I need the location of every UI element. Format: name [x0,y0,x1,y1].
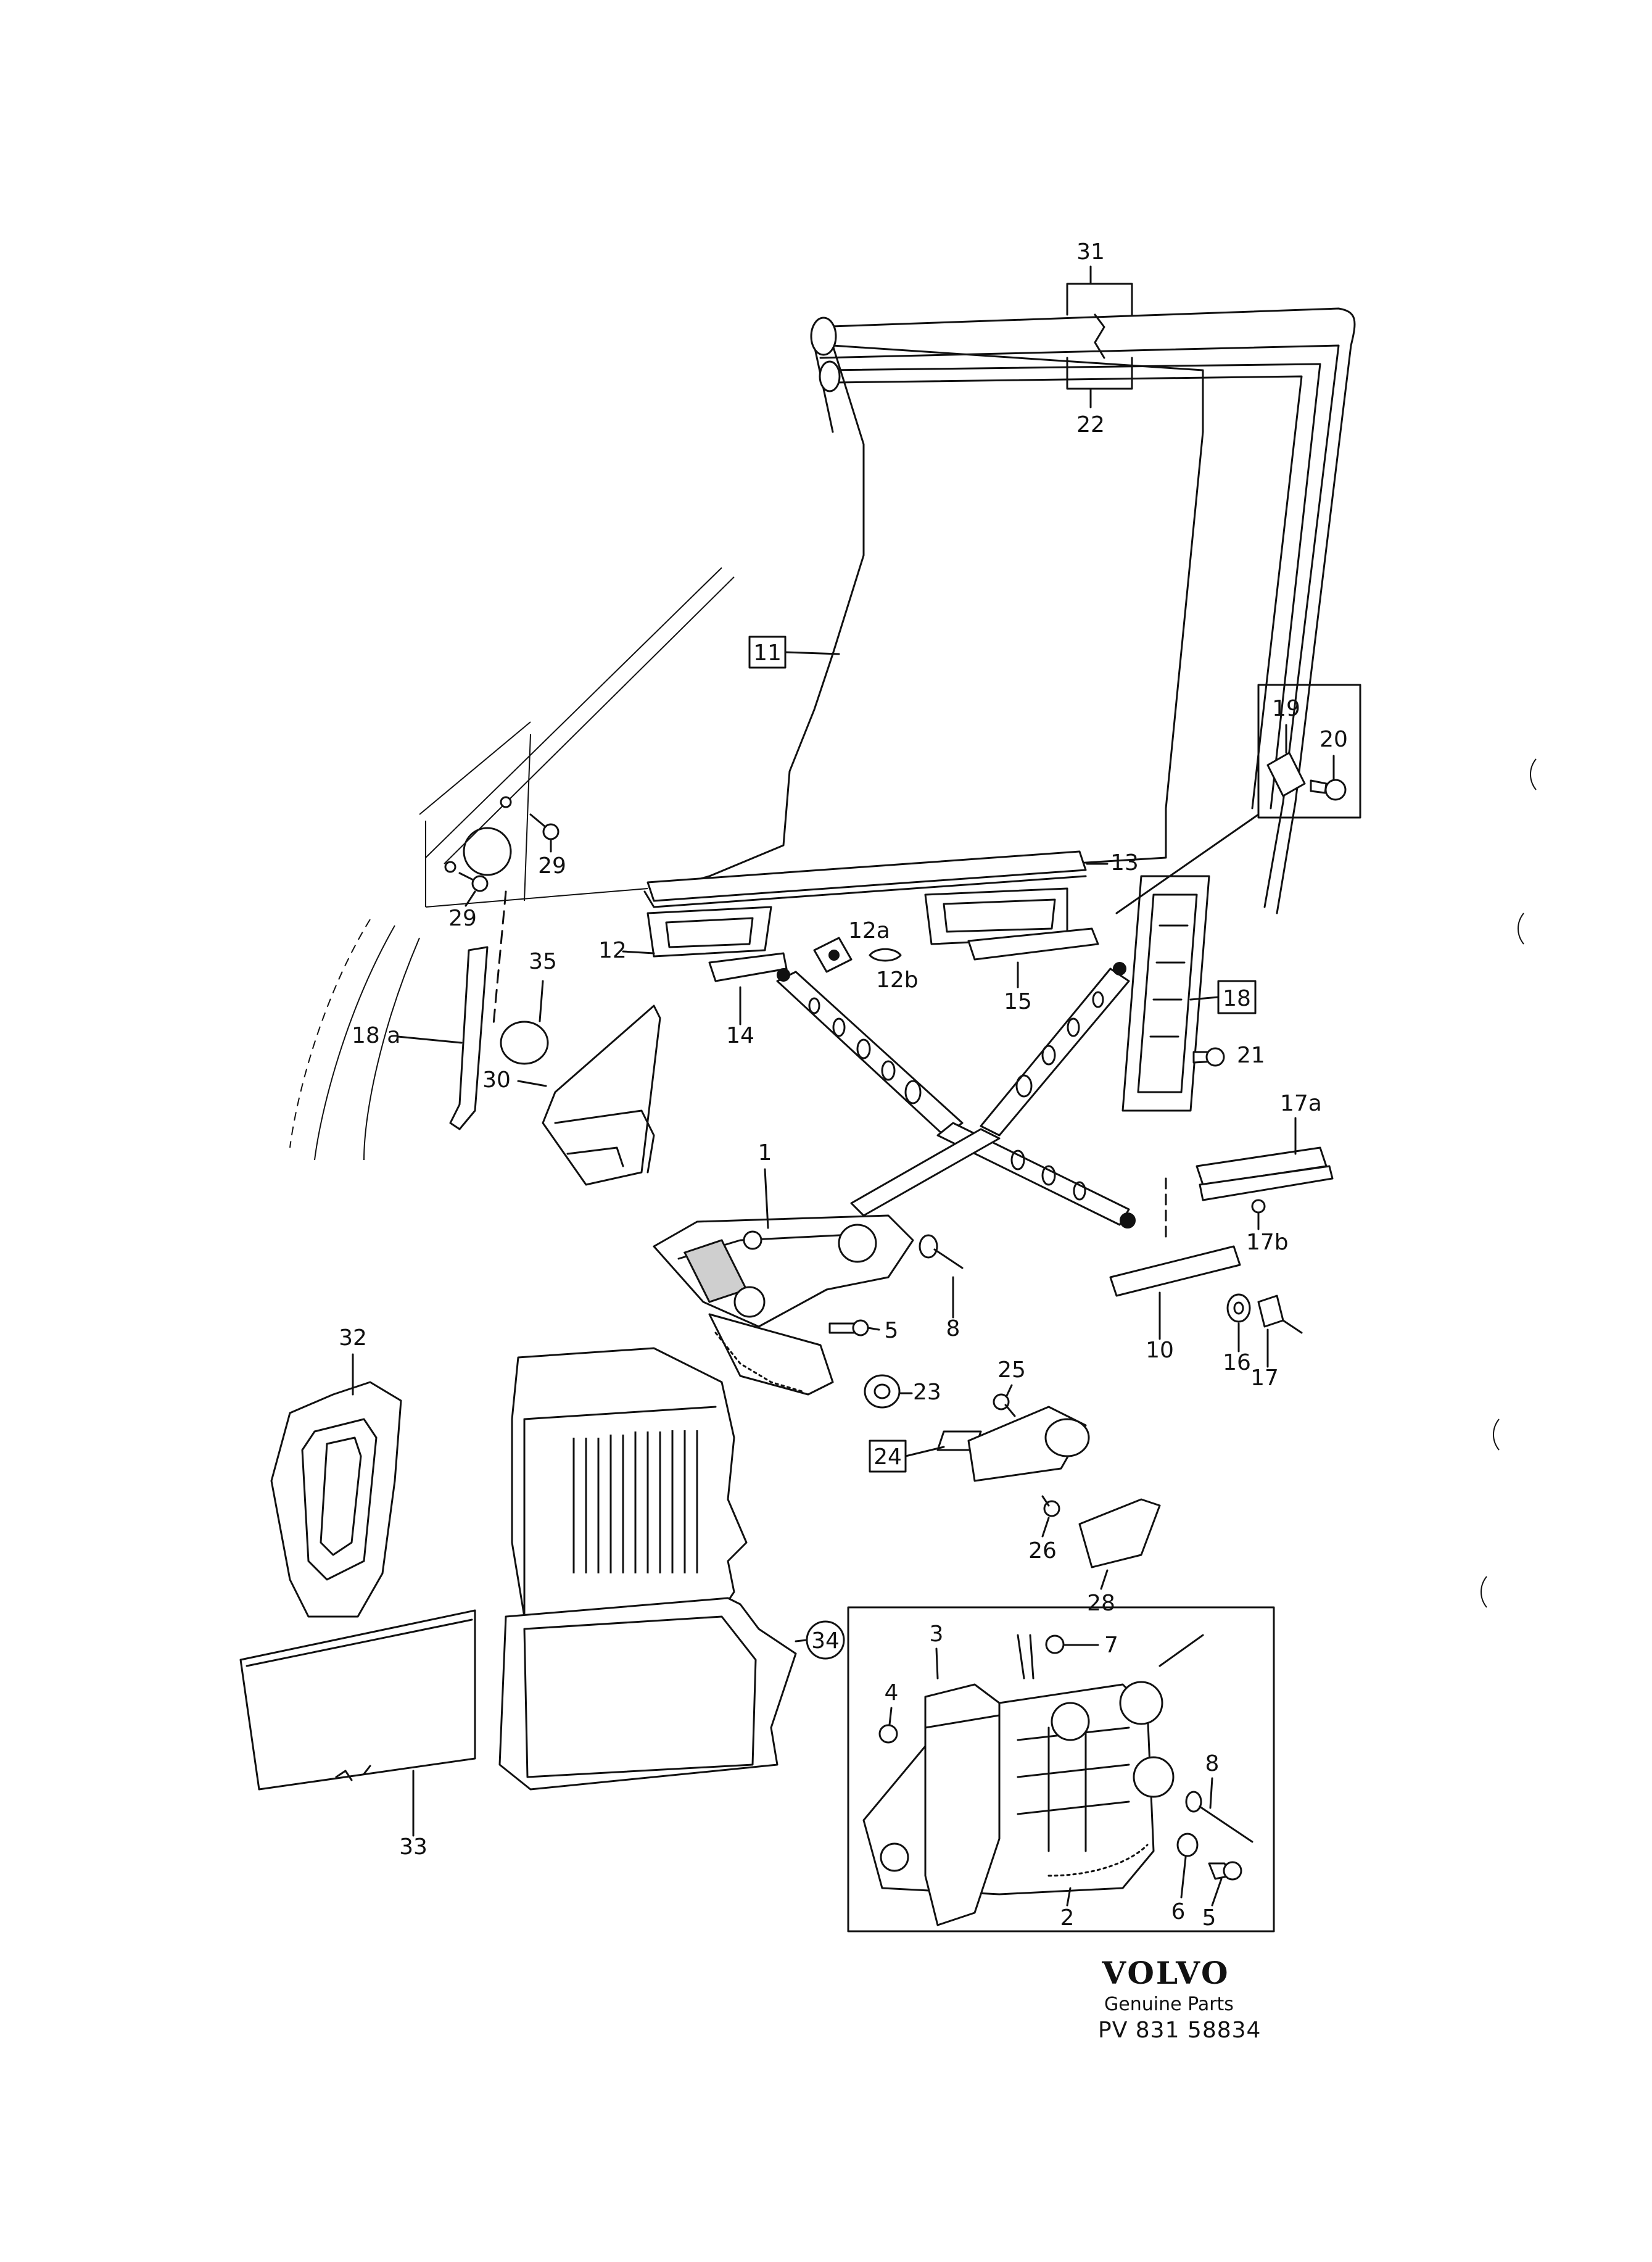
label-25: 25 [997,1357,1026,1383]
inset-19-20: 19 20 [1115,684,1361,914]
label-18a: 18 a [352,1023,400,1048]
seal-18a: 18 a [352,946,489,1130]
scissor-arms [776,962,1136,1228]
label-2: 2 [1060,1905,1075,1931]
label-1: 1 [758,1140,772,1166]
screw-29-lower: 29 [444,861,489,931]
label-8: 8 [946,1316,960,1341]
screw-26: 26 [1028,1495,1060,1564]
callout-31: 31 [1066,239,1133,316]
window-glass [665,344,1204,890]
label-12b: 12b [876,967,919,993]
inset-electric-motor: 7 3 4 8 6 5 2 [847,1606,1275,1933]
label-32: 32 [339,1325,367,1351]
callout-11: 11 [748,636,840,669]
window-seal-channel [810,307,1356,914]
clip-17: 17 [1250,1295,1303,1391]
label-18: 18 [1223,986,1251,1011]
screw-21: 21 [1192,1043,1265,1068]
door-panel-34: 34 [498,1347,845,1791]
cover-28: 28 [1078,1498,1161,1616]
label-3: 3 [930,1622,944,1647]
guide-17a: 17a 17b [1165,1091,1334,1255]
volvo-branding: VOLVO Genuine Parts PV 831 58834 [1098,1955,1261,2043]
label-17b: 17b [1246,1230,1289,1255]
label-5-inset: 5 [1202,1905,1216,1931]
label-19: 19 [1272,696,1300,721]
callout-22: 22 [1066,357,1133,437]
label-8-inset: 8 [1205,1751,1220,1776]
lifter-carrier-12: 12 [598,906,772,963]
clip-12b: 12b [869,948,919,993]
label-34: 34 [811,1628,840,1654]
label-29-upper: 29 [538,853,566,879]
label-21: 21 [1237,1043,1265,1068]
screw-5: 5 [828,1318,899,1343]
pin-8: 8 [919,1234,964,1341]
guide-rail-18: 18 [1121,875,1257,1112]
label-35: 35 [529,949,557,974]
margin-marks [1481,758,1537,1608]
screw-29-upper: 29 [500,796,566,879]
handle-bezel-32: 32 [270,1325,402,1618]
regulator-mechanism-1: 1 [653,1140,914,1396]
label-17a: 17a [1280,1091,1322,1116]
washer-23: 23 [864,1374,941,1409]
label-30: 30 [482,1067,511,1093]
label-16: 16 [1223,1350,1251,1375]
label-20: 20 [1320,727,1348,752]
window-crank-24: 24 [869,1406,1090,1482]
label-6: 6 [1171,1899,1186,1924]
screw-25: 25 [993,1357,1026,1417]
label-33: 33 [399,1834,427,1860]
guide-14: 14 [708,952,788,1048]
washer-16: 16 [1223,1293,1251,1375]
label-10: 10 [1146,1338,1174,1363]
label-31: 31 [1076,239,1105,265]
label-7: 7 [1104,1633,1118,1658]
label-11: 11 [753,640,782,666]
plug-35: 35 [492,890,557,1065]
brand-subtitle: Genuine Parts [1104,1994,1234,2015]
label-28: 28 [1087,1591,1115,1616]
part-catalog-code: PV 831 58834 [1098,2018,1261,2043]
label-4: 4 [885,1680,899,1705]
door-body-outline [289,567,735,1161]
label-17: 17 [1250,1365,1279,1391]
bracket-30: 30 [482,1005,661,1186]
label-24: 24 [873,1444,902,1470]
panel-33: 33 [239,1609,476,1860]
guide-10: 10 [1109,1245,1241,1363]
label-15: 15 [1004,989,1032,1014]
label-5: 5 [885,1318,899,1343]
brand-name: VOLVO [1101,1955,1229,1991]
label-14: 14 [726,1023,754,1048]
lower-glass-channel: 13 [643,850,1139,908]
label-22: 22 [1076,412,1105,437]
label-26: 26 [1028,1538,1057,1564]
label-23: 23 [913,1380,941,1405]
clip-12a: 12a [813,918,890,973]
label-12a: 12a [848,918,890,943]
label-12: 12 [598,938,627,963]
guide-15: 15 [967,927,1099,1014]
label-29-lower: 29 [448,906,477,931]
label-13: 13 [1110,850,1139,876]
